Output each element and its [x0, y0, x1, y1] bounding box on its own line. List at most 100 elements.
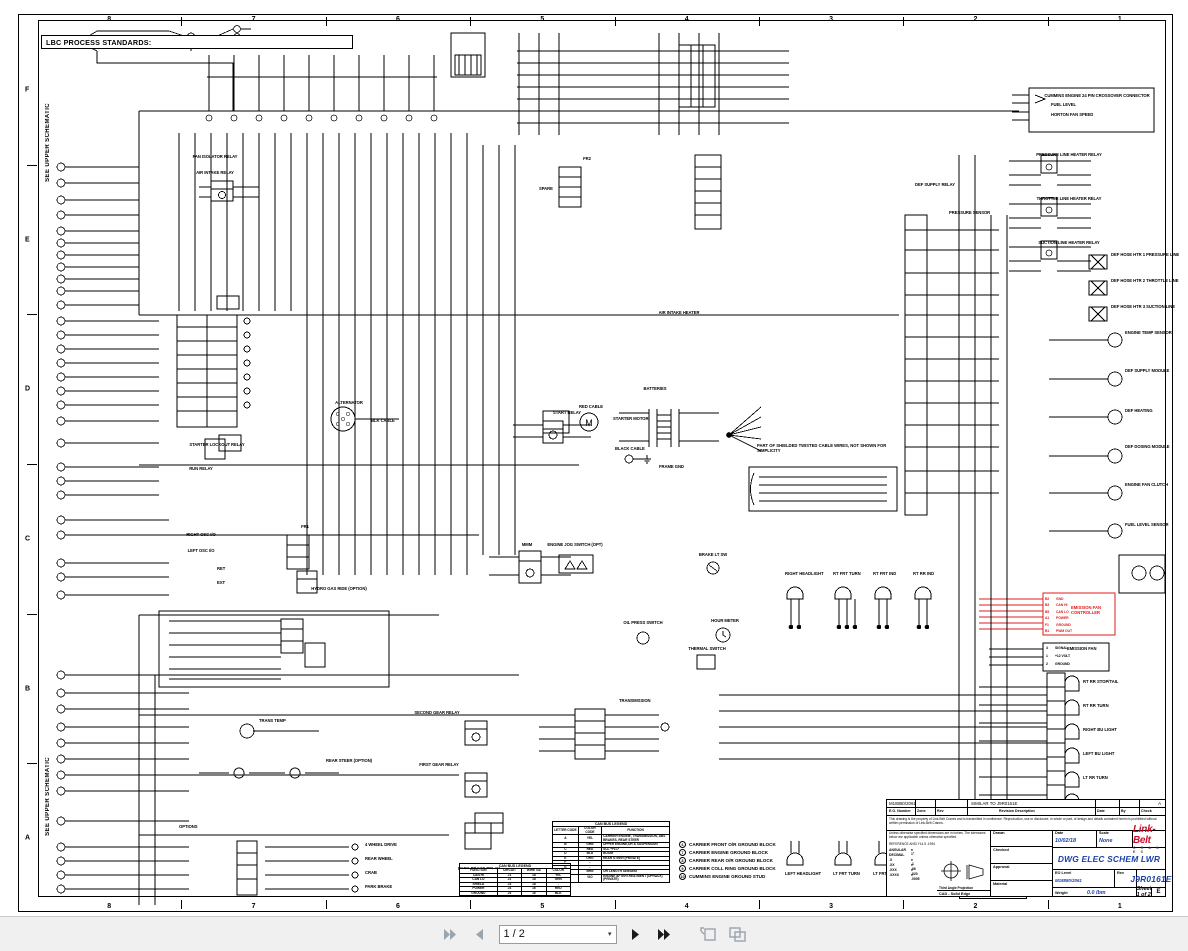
ruler-tick	[614, 17, 616, 26]
label-rear-steer-option: REAR STEER (OPTION)	[325, 758, 373, 763]
drawing-frame	[38, 20, 1166, 897]
title-field-label: Material	[993, 882, 1008, 886]
last-page-icon[interactable]	[655, 924, 675, 944]
ruler-column-2: 2	[973, 903, 978, 910]
lamp-label: RT FRT TURN	[833, 571, 861, 576]
efc-pin-number: B1	[1045, 629, 1050, 633]
label-hydro-gas-ride: HYDRO GAS RIDE (OPTION)	[311, 586, 367, 591]
process-standards-label: LBC PROCESS STANDARDS:	[46, 38, 152, 47]
svg-text:M: M	[585, 418, 593, 428]
tolerance-key: .XXX	[889, 868, 897, 872]
ruler-column-6: 6	[395, 903, 400, 910]
revision-column-header: Date	[1097, 809, 1105, 814]
fit-page-icon[interactable]	[699, 924, 719, 944]
can-bus-legend-title: CAN BUS LEGEND	[552, 821, 670, 826]
label-fuel-level-sensor: FUEL LEVEL SENSOR	[1125, 522, 1169, 527]
efc-pin-label: CAN HI	[1056, 603, 1068, 608]
ruler-tick	[470, 17, 472, 26]
ruler-tick	[181, 17, 183, 26]
ruler-tick	[27, 613, 37, 615]
label-pressure-line-heater-relay: PRESSURE LINE HEATER RELAY	[1036, 152, 1102, 157]
title-date-label: Date	[1055, 831, 1064, 835]
title-tolerance-note: Unless otherwise specified dimensions ar…	[889, 831, 986, 839]
efc-pin-number: A1	[1045, 616, 1050, 621]
ruler-column-1: 1	[1117, 903, 1122, 910]
efc-pin-label: CAN LO	[1056, 609, 1069, 614]
pdf-toolbar[interactable]: 1 / 2 ▾	[0, 916, 1188, 951]
prev-page-icon[interactable]	[470, 924, 490, 944]
legend-header: LETTER CODE	[552, 825, 579, 836]
ruler-column-8: 8	[107, 16, 112, 23]
chevron-down-icon[interactable]: ▾	[607, 931, 612, 938]
efc-pin-label: PWM OUT	[1056, 629, 1073, 633]
title-similar-to: SIMILAR TO J9R0161E	[971, 801, 1018, 807]
emission-fan-pin-number: 1	[1046, 654, 1048, 658]
label-def-supply-module: DEF SUPPLY MODULE	[1125, 368, 1170, 373]
label-alternator: ALTERNATOR	[335, 400, 363, 405]
ruler-tick	[27, 763, 37, 765]
sheet-size-code: E	[1156, 889, 1161, 895]
label-engine-fan-clutch: ENGINE FAN CLUTCH	[1125, 482, 1169, 487]
title-scale-label: Scale	[1099, 831, 1109, 835]
revision-column-header: E.O. Number	[889, 809, 911, 814]
legend-cell: VIO	[577, 873, 603, 883]
emission-fan-pin-number: 4	[1046, 646, 1048, 650]
title-size-letter-top: A	[1158, 801, 1161, 807]
label-suction-line-heater-relay: SUCTION LINE HEATER RELAY	[1038, 240, 1100, 245]
revision-column-header: Rev	[937, 809, 944, 814]
label-transmission: TRANSMISSION	[619, 698, 651, 703]
ground-block-text: CARRIER COLL RING GROUND BLOCK	[689, 865, 776, 871]
label-spare: SPARE	[539, 186, 553, 191]
label-fuel-level: FUEL LEVEL	[1051, 102, 1077, 107]
legend-cell: CARRIER ENGINE, TRANSMISSION, ABS BRAKES…	[601, 834, 670, 844]
label-rear-wheel: REAR WHEEL	[365, 856, 393, 861]
efc-pin-label: POWER	[1056, 616, 1069, 621]
title-rev-label: Rev	[1117, 871, 1124, 875]
brand-logo: Link-Belt	[1133, 823, 1156, 846]
title-field-label: Drawn	[993, 831, 1005, 835]
label-ret: RET	[217, 566, 226, 571]
ruler-tick	[181, 900, 183, 909]
revision-column-header: Zone	[917, 809, 926, 814]
label-fr2: FR2	[583, 156, 591, 161]
page-number-input[interactable]: 1 / 2 ▾	[498, 924, 617, 944]
ruler-column-3: 3	[829, 16, 834, 23]
label-def-dosing-module: DEF DOSING MODULE	[1125, 444, 1170, 449]
first-page-icon[interactable]	[441, 924, 461, 944]
label-black-cable: BLACK CABLE	[615, 446, 645, 451]
ruler-tick	[614, 900, 616, 909]
legend-cell: 16	[521, 890, 547, 897]
label-def-hose-htr-2: DEF HOSE HTR 2 THROTTLE LINE	[1111, 278, 1179, 283]
label-mmm: MMM	[521, 542, 533, 547]
ground-block-number: 8	[679, 857, 686, 865]
tolerance-value: ± .1	[911, 858, 914, 866]
label-throttle-line-heater-relay: THROTTLE LINE HEATER RELAY	[1036, 196, 1102, 201]
ruler-row-A: A	[25, 834, 31, 842]
fit-width-icon[interactable]	[728, 924, 748, 944]
title-date-value: 10/02/18	[1055, 838, 1076, 844]
label-fan-isolator-relay: FAN ISOLATOR RELAY	[192, 154, 238, 159]
label-def-hose-htr-3: DEF HOSE HTR 3 SUCTION LINE	[1111, 304, 1176, 309]
legend-cell: YEL	[577, 834, 603, 844]
emission-fan-pin-number: 2	[1046, 662, 1048, 666]
label-brake-lt-sw: BRAKE LT SW	[698, 552, 728, 557]
schematic-canvas: M	[19, 15, 1174, 913]
label-second-gear-relay: SECOND GEAR RELAY	[414, 710, 460, 715]
label-start-relay: START RELAY	[552, 410, 582, 415]
ruler-row-D: D	[25, 385, 31, 393]
ruler-tick	[903, 17, 905, 26]
next-page-icon[interactable]	[626, 924, 646, 944]
drawing-title: DWG ELEC SCHEM LWR	[1057, 853, 1161, 864]
label-park-brake: PARK BRAKE	[365, 884, 393, 889]
ground-block-text: CUMMINS ENGINE GROUND STUD	[689, 873, 766, 879]
